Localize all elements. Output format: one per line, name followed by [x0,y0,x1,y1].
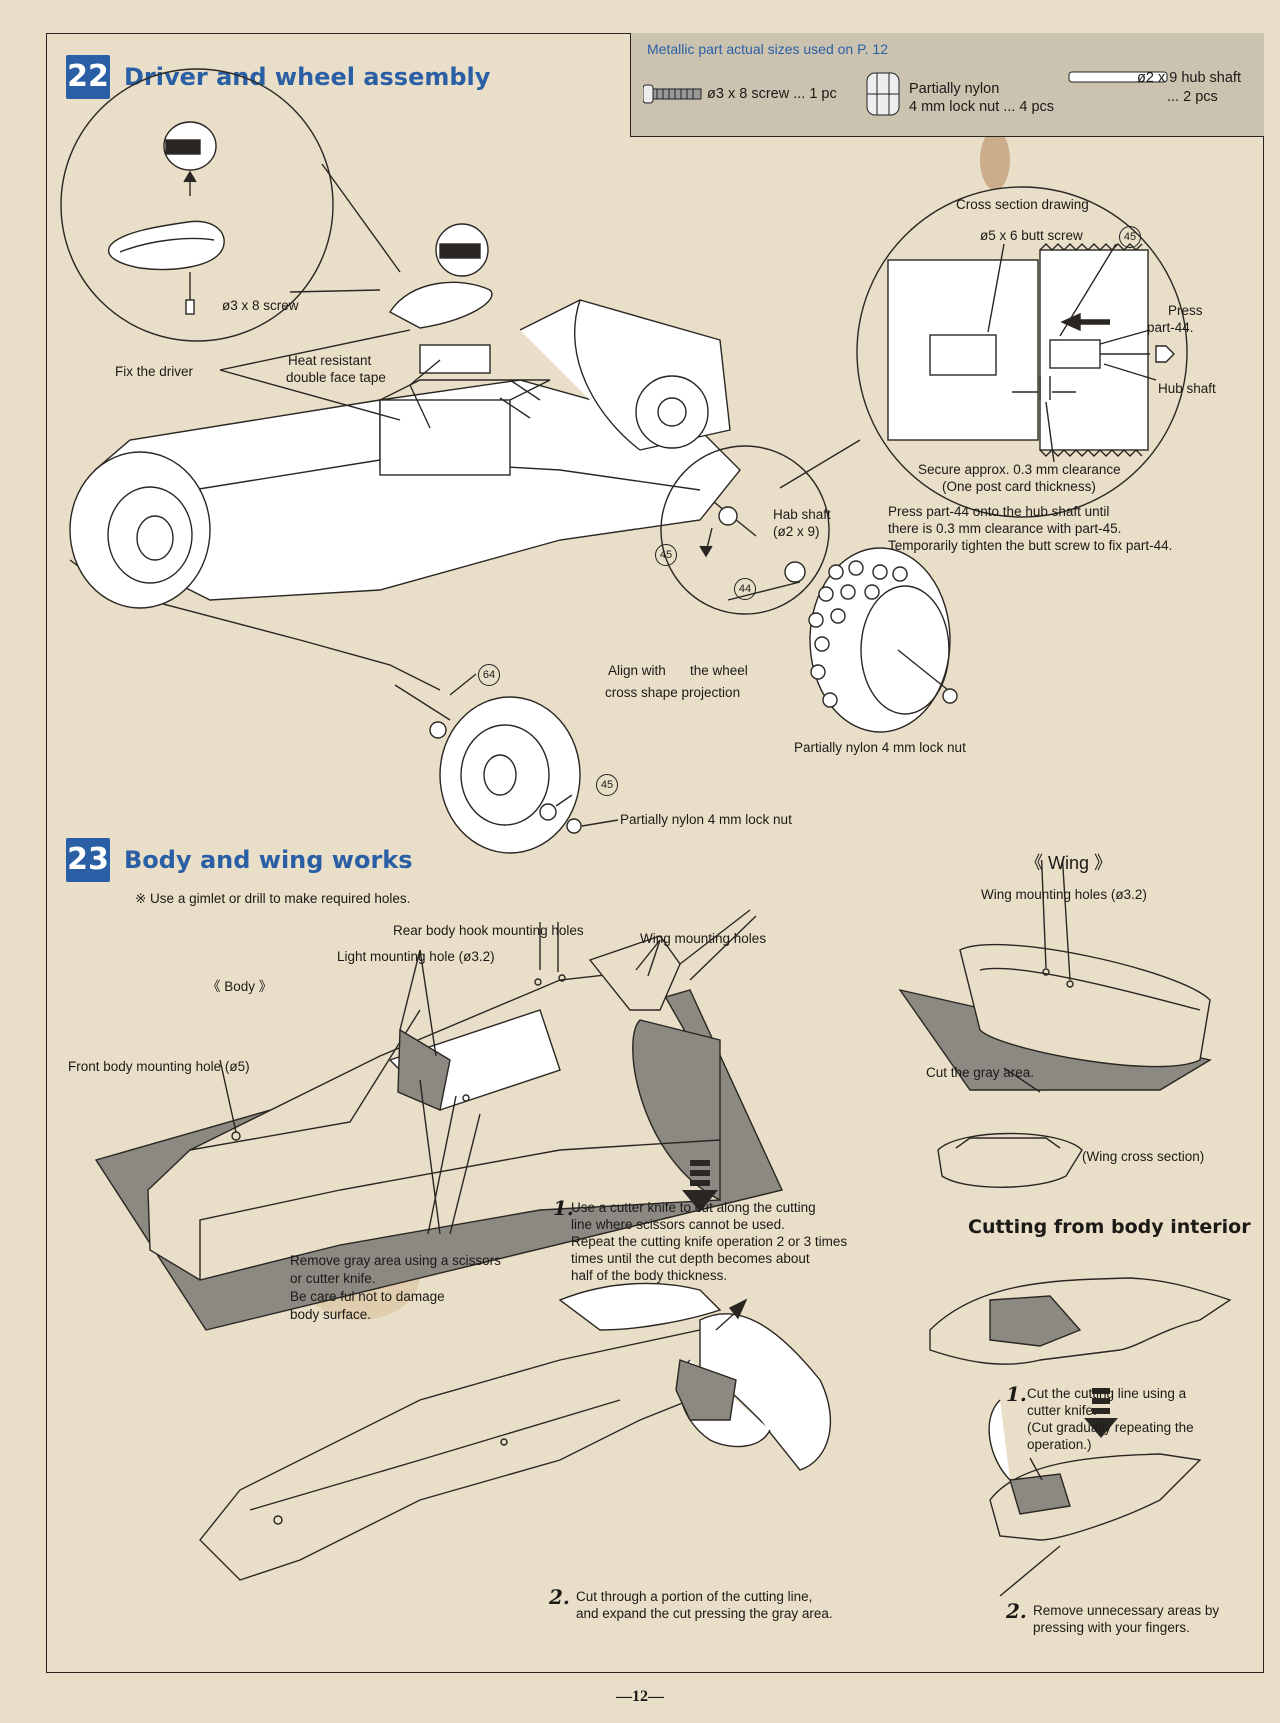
part-45-badge-hub: 45 [655,544,677,566]
section-23-number: 23 [66,838,110,882]
interior-step-1-number: 1. [1006,1382,1027,1406]
step-2-line-2: and expand the cut pressing the gray are… [576,1606,833,1621]
lock-nut-icon [866,72,900,116]
step-1-line-4: times until the cut depth becomes about [571,1251,810,1266]
driver-callout-circle [60,68,334,342]
nut-label-2: 4 mm lock nut ... 4 pcs [909,99,1055,115]
shaft-label-1: ø2 x 9 hub shaft [1137,70,1241,86]
hub-callout-circle [660,445,830,615]
interior-step-2-number: 2. [1006,1599,1027,1623]
remove-label-3: Be care ful not to damage [290,1289,445,1304]
nut-label-1: Partially nylon [909,81,1000,97]
light-hole-label: Light mounting hole (ø3.2) [337,949,495,964]
interior-step-2-line-1: Remove unnecessary areas by [1033,1603,1220,1618]
interior-step-1-line-4: operation.) [1027,1437,1092,1452]
hub-shaft-icon [1068,71,1168,83]
hab-shaft-label-2: (ø2 x 9) [773,524,820,539]
wing-cross-section-label: (Wing cross section) [1082,1149,1205,1164]
section-22-number: 22 [66,55,110,99]
part-45-badge: 45 [1119,226,1141,248]
screw-label: ø3 x 8 screw ... 1 pc [707,86,837,102]
step-2-line-1: Cut through a portion of the cutting lin… [576,1589,813,1604]
part-64-badge: 64 [478,664,500,686]
body-wing-works-drawing [94,860,1232,1597]
paper-stain [980,130,1010,190]
step-1-number: 1. [553,1196,574,1220]
driver-wheel-assembly-drawing [60,68,1188,854]
remove-label-2: or cutter knife. [290,1271,376,1286]
press-note-1: Press part-44 onto the hub shaft until [888,504,1110,519]
wing-mount-holes-label: Wing mounting holes (ø3.2) [981,887,1147,902]
wing-holes-label: Wing mounting holes [640,931,767,946]
remove-label-1: Remove gray area using a scissors [290,1253,501,1268]
section-23-title: Body and wing works [124,846,413,874]
rear-hook-label: Rear body hook mounting holes [393,923,584,938]
shaft-label-2: ... 2 pcs [1167,89,1218,105]
rear-lock-nut-label: Partially nylon 4 mm lock nut [794,740,966,755]
press-label-2: part-44. [1147,320,1194,335]
section-23-heading: 23 Body and wing works [66,838,413,882]
butt-screw-label: ø5 x 6 butt screw [980,228,1083,243]
interior-step-1-line-3: (Cut gradually repeating the [1027,1420,1194,1435]
cross-section-circle [856,186,1188,518]
front-lock-nut-label: Partially nylon 4 mm lock nut [620,812,792,827]
step-1-line-3: Repeat the cutting knife operation 2 or … [571,1234,848,1249]
cross-section-title: Cross section drawing [956,197,1089,212]
cut-gray-label: Cut the gray area. [926,1065,1035,1080]
press-label-1: Press [1168,303,1203,318]
interior-step-1-line-1: Cut the cutting line using a [1027,1386,1187,1401]
body-heading: 《 Body 》 [207,979,273,994]
wing-heading: 《 Wing 》 [1025,853,1113,873]
helmet-icon [163,121,217,171]
press-note-2: there is 0.3 mm clearance with part-45. [888,521,1122,536]
remove-label-4: body surface. [290,1307,372,1322]
align-label-2: cross shape projection [605,685,741,700]
clearance-label-2: (One post card thickness) [942,479,1096,494]
clearance-label-1: Secure approx. 0.3 mm clearance [918,462,1121,477]
part-44-badge: 44 [734,578,756,600]
gimlet-note: ※ Use a gimlet or drill to make required… [135,891,411,906]
tape-label-1: Heat resistant [288,353,372,368]
interior-step-1-line-2: cutter knife. [1027,1403,1097,1418]
callout-screw-label: ø3 x 8 screw [222,298,299,313]
part-45-badge-front: 45 [596,774,618,796]
align-label-1: Align with [608,663,666,678]
hub-shaft-label: Hub shaft [1158,381,1216,396]
step-1-line-2: line where scissors cannot be used. [571,1217,785,1232]
fix-driver-label: Fix the driver [115,364,194,379]
section-22-heading: 22 Driver and wheel assembly [66,55,490,99]
interior-cutting-title: Cutting from body interior [968,1216,1251,1238]
interior-step-2-line-2: pressing with your fingers. [1033,1620,1190,1635]
step-1-line-5: half of the body thickness. [571,1268,728,1283]
step-1-line-1: Use a cutter knife to cut along the cutt… [571,1200,816,1215]
page-number: —12— [616,1688,664,1705]
step-2-number: 2. [549,1585,570,1609]
front-hole-label: Front body mounting hole (ø5) [68,1059,250,1074]
align-label-1b: the wheel [690,663,748,678]
hab-shaft-label-1: Hab shaft [773,507,831,522]
metallic-parts-box: Metallic part actual sizes used on P. 12… [630,33,1264,137]
metal-box-title: Metallic part actual sizes used on P. 12 [647,41,888,57]
press-note-3: Temporarily tighten the butt screw to fi… [888,538,1173,553]
section-22-title: Driver and wheel assembly [124,63,491,91]
screw-icon [643,84,702,104]
tape-label-2: double face tape [286,370,386,385]
